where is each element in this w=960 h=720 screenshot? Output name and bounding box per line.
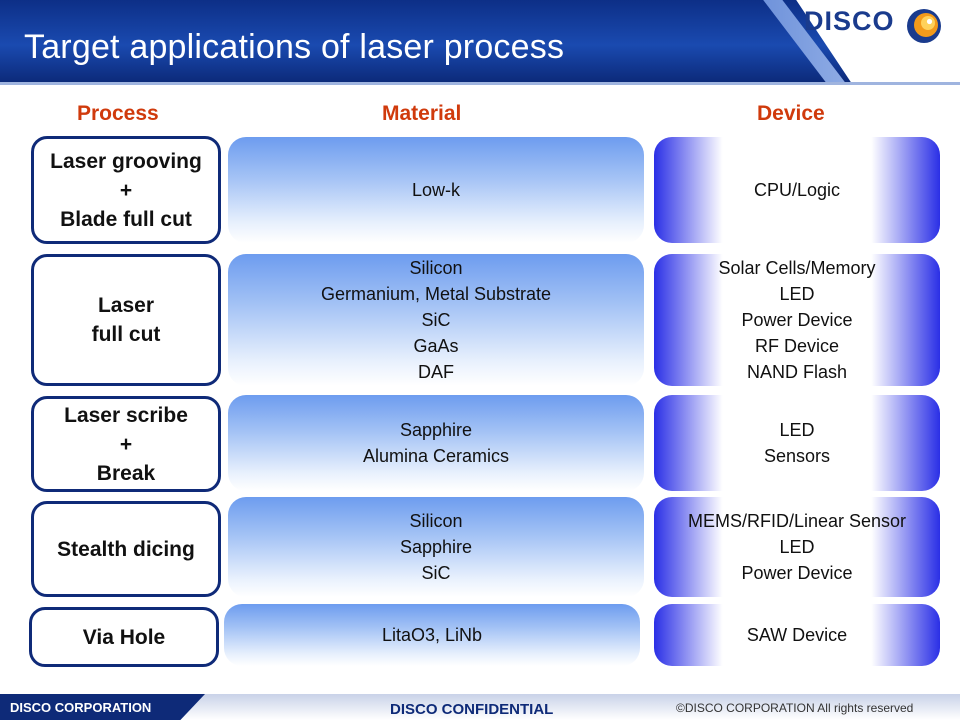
material-cell-row-5: LitaO3, LiNb (224, 604, 640, 666)
device-cell-row-5: SAW Device (654, 604, 940, 666)
material-cell-row-2: Silicon Germanium, Metal Substrate SiC G… (228, 254, 644, 386)
material-cell-row-1: Low-k (228, 137, 644, 243)
device-cell-row-4: MEMS/RFID/Linear Sensor LED Power Device (654, 497, 940, 597)
device-cell-row-2: Solar Cells/Memory LED Power Device RF D… (654, 254, 940, 386)
footer-copyright: ©DISCO CORPORATION All rights reserved (676, 701, 914, 715)
column-heading-device: Device (757, 102, 825, 125)
footer-confidential-label: DISCO CONFIDENTIAL (390, 701, 554, 718)
process-cell-laser-full-cut: Laser full cut (31, 254, 221, 386)
page-title: Target applications of laser process (24, 28, 565, 66)
device-cell-row-1: CPU/Logic (654, 137, 940, 243)
process-cell-stealth-dicing: Stealth dicing (31, 501, 221, 597)
disco-globe-icon (907, 9, 941, 43)
process-cell-via-hole: Via Hole (29, 607, 219, 667)
material-cell-row-4: Silicon Sapphire SiC (228, 497, 644, 597)
material-cell-row-3: Sapphire Alumina Ceramics (228, 395, 644, 491)
device-cell-row-3: LED Sensors (654, 395, 940, 491)
footer-company-band (0, 694, 205, 720)
process-cell-laser-scribe: Laser scribe + Break (31, 396, 221, 492)
disco-logo-text: DISCO (804, 6, 895, 36)
column-heading-process: Process (77, 102, 159, 125)
process-cell-laser-grooving: Laser grooving + Blade full cut (31, 136, 221, 244)
header-divider (0, 82, 960, 85)
footer-company-name: DISCO CORPORATION (10, 700, 152, 715)
column-heading-material: Material (382, 102, 462, 125)
